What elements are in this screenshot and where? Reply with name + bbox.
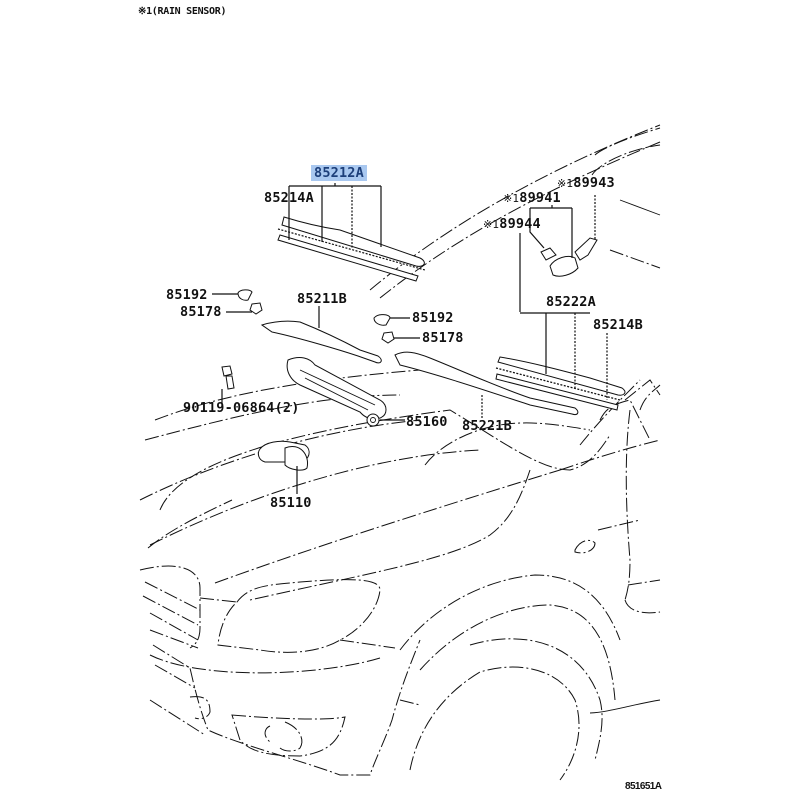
- marker-note-1: ※1: [557, 177, 574, 190]
- windshield-outline: [369, 124, 661, 299]
- part-number: 90119-06864: [183, 400, 275, 416]
- marker-note-1: ※1: [503, 192, 520, 205]
- wiper-arm-left: [260, 320, 382, 364]
- wiper-blade-left: [277, 216, 426, 282]
- callout-89943[interactable]: ※189943: [557, 175, 615, 192]
- part-number: 89941: [519, 190, 561, 206]
- rain-sensor-parts: [540, 237, 598, 277]
- callout-85192-right[interactable]: 85192: [412, 310, 454, 326]
- wiper-linkage: [286, 357, 387, 427]
- part-number: 89944: [499, 216, 541, 232]
- wiper-motor: [257, 440, 310, 471]
- quantity: (2): [274, 400, 300, 416]
- caps-nuts: [237, 289, 395, 344]
- callout-85214A[interactable]: 85214A: [264, 190, 314, 206]
- callout-85160[interactable]: 85160: [406, 414, 448, 430]
- callout-85192-left[interactable]: 85192: [166, 287, 208, 303]
- callout-85178-right[interactable]: 85178: [422, 330, 464, 346]
- fender-outline: [399, 379, 661, 781]
- wiper-blade-right: [495, 356, 626, 411]
- callout-85211B[interactable]: 85211B: [297, 291, 347, 307]
- part-number: 89943: [573, 175, 615, 191]
- callout-90119-06864[interactable]: 90119-06864(2): [183, 400, 300, 416]
- callout-89944[interactable]: ※189944: [483, 216, 541, 233]
- bolt: [221, 365, 235, 390]
- callout-89941[interactable]: ※189941: [503, 190, 561, 207]
- illustration-code: 851651A: [625, 781, 662, 792]
- wiper-arm-right: [394, 351, 579, 415]
- callout-85214B[interactable]: 85214B: [593, 317, 643, 333]
- rain-sensor-note: ※1(RAIN SENSOR): [138, 6, 227, 17]
- callout-85212A[interactable]: 85212A: [311, 165, 367, 181]
- leader-lines: [212, 183, 608, 494]
- callout-85110[interactable]: 85110: [270, 495, 312, 511]
- vehicle-body-outline: [139, 369, 661, 776]
- marker-note-1: ※1: [483, 218, 500, 231]
- callout-85221B[interactable]: 85221B: [462, 418, 512, 434]
- callout-85222A[interactable]: 85222A: [546, 294, 596, 310]
- callout-85178-left[interactable]: 85178: [180, 304, 222, 320]
